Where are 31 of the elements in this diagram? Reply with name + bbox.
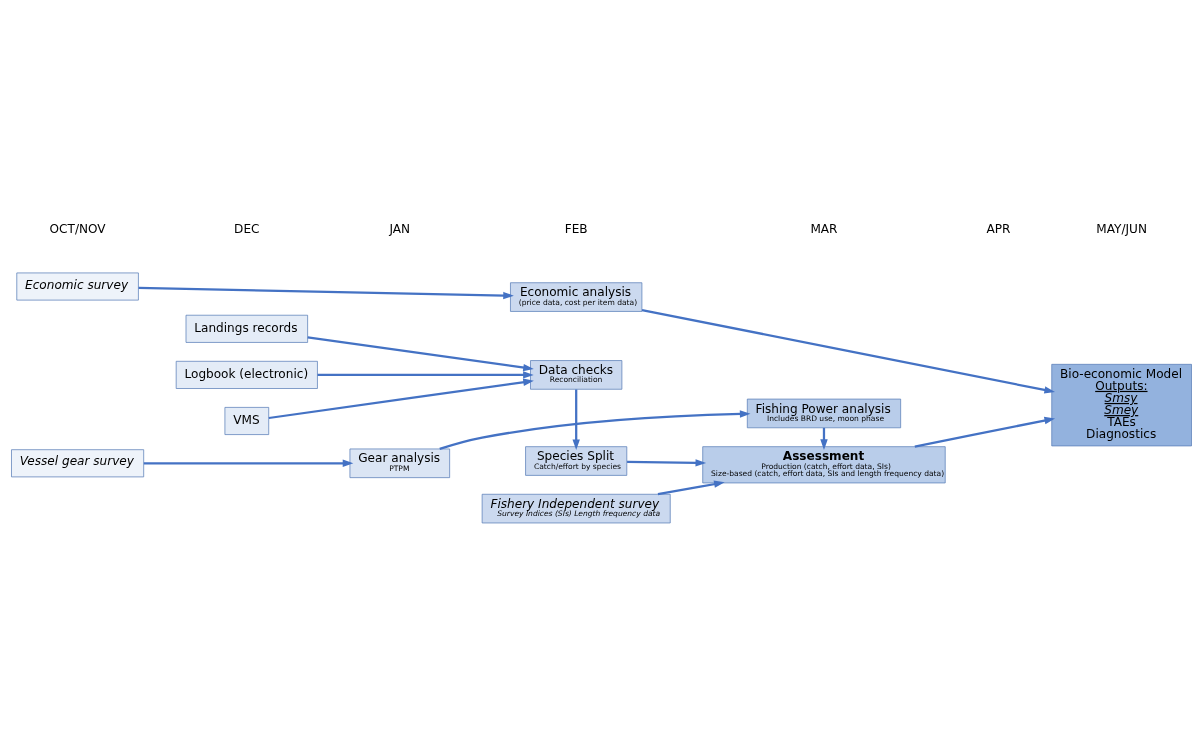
node-box: Vessel gear survey [11,449,145,478]
arrow [627,459,707,467]
node-box: Economic analysis (price data, cost per item data) [510,282,643,312]
label: JAN [389,222,411,237]
arrow [641,308,1056,394]
arrow [138,286,514,300]
node-box: Species Split Catch/effort by species [525,446,628,476]
node-box: Economic survey [16,272,139,301]
node-box: Gear analysis PTPM [349,448,451,479]
node-box: Fishing Power analysis Includes BRD use, moon phase [746,398,902,429]
arrow [307,336,534,372]
arrow [914,416,1056,448]
label: MAR [810,222,838,237]
label: DEC [234,222,260,237]
arrow [657,480,725,496]
label: OCT/NOV [49,222,106,237]
arrow [268,378,534,420]
node-box: Logbook (electronic) [175,360,318,389]
label: FEB [564,222,588,237]
arrow [439,410,751,450]
arrow [317,371,534,379]
arrow [143,459,354,467]
node-box: Fishery Independent survey Survey Indices (SIs) Length frequency data [481,493,671,524]
node-box: VMS [224,407,270,435]
label: MAY/JUN [1096,222,1147,237]
node-box: Data checks Reconciliation [530,360,623,390]
node-box: Landings records [185,314,308,343]
node-box: Bio-economic Model Outputs: Smsy Smey TAEs Diagnostics [1051,363,1192,447]
node-box: Assessment Production (catch, effort data, SIs) Size-based (catch, effort data, SIs and length frequency data) [702,446,946,484]
arrow [572,389,580,450]
label: APR [986,222,1011,237]
